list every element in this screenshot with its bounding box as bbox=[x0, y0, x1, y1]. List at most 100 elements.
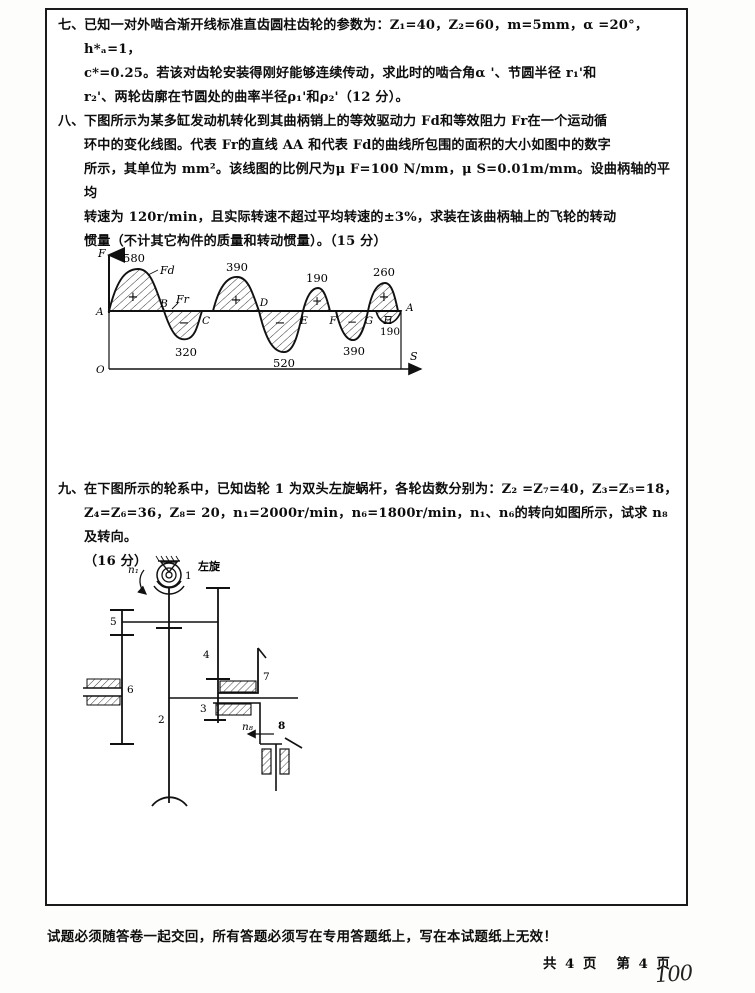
leader-Fr bbox=[171, 302, 179, 310]
gear-number-7: 7 bbox=[263, 671, 270, 683]
current-page-label: 第 4 页 bbox=[616, 956, 672, 972]
worm-outer-circle bbox=[156, 562, 182, 588]
speed-label-n1: n₁ bbox=[128, 564, 139, 576]
carrier-7-arm bbox=[218, 648, 259, 694]
question-9-line-1: 九、 在下图所示的轮系中，已知齿轮 1 为双头左旋蜗杆，各轮齿数分别为：Z₂ =… bbox=[58, 478, 678, 502]
question-8-text-4: 转速为 120r/min，且实际转速不超过平均转速的±3%，求装在该曲柄轴上的飞… bbox=[84, 210, 617, 225]
question-7-number: 七、 bbox=[58, 18, 85, 33]
footer-note: 试题必须随答卷一起交回，所有答题必须写在专用答题纸上，写在本试题纸上无效！ bbox=[47, 929, 558, 945]
question-8-line-4: 转速为 120r/min，且实际转速不超过平均转速的±3%，求装在该曲柄轴上的飞… bbox=[58, 206, 678, 230]
gear-number-4: 4 bbox=[203, 649, 210, 661]
page-count: 共 4 页 第 4 页 bbox=[543, 952, 672, 972]
question-8: 八、 下图所示为某多缸发动机转化到其曲柄销上的等效驱动力 Fd和等效阻力 Fr在… bbox=[58, 110, 678, 254]
gear-number-1: 1 bbox=[185, 570, 192, 582]
axis-label-F: F bbox=[97, 247, 106, 260]
area-lobe-390a bbox=[211, 276, 261, 312]
question-8-text-2: 环中的变化线图。代表 Fr的直线 AA 和代表 Fd的曲线所包围的面积的大小如图… bbox=[84, 138, 611, 153]
question-8-line-1: 八、 下图所示为某多缸发动机转化到其曲柄销上的等效驱动力 Fd和等效阻力 Fr在… bbox=[58, 110, 678, 134]
gear-number-2: 2 bbox=[158, 714, 165, 726]
figure-gear-train: 1 n₁ 左旋 2 5 6 bbox=[70, 548, 360, 823]
gear-3-hatch-block bbox=[215, 703, 252, 716]
ground-hatch-worm bbox=[155, 555, 180, 562]
area-lobe-580 bbox=[107, 268, 166, 312]
question-7-text-2: c*=0.25。若该对齿轮安装得刚好能够连续传动，求此时的啮合角α '、节圆半径… bbox=[84, 66, 597, 81]
worm-hand-label: 左旋 bbox=[197, 559, 221, 573]
area-lobe-320 bbox=[162, 310, 204, 341]
rotation-arrow-n1 bbox=[137, 569, 147, 595]
sign-marker-plus-1: + bbox=[128, 290, 139, 305]
carrier-7-hatch-block bbox=[219, 680, 257, 693]
axis-label-S: S bbox=[410, 350, 418, 363]
gear-number-8: 8 bbox=[278, 720, 285, 732]
point-label-B: B bbox=[159, 298, 168, 310]
area-value-320: 320 bbox=[175, 345, 197, 359]
handwritten-score-mark: 100 bbox=[654, 960, 693, 988]
area-value-390b: 390 bbox=[343, 344, 365, 358]
support-6-lower-hatch bbox=[86, 695, 121, 706]
question-7-text-3: r₂'、两轮齿廓在节圆处的曲率半径ρ₁'和ρ₂'（12 分）。 bbox=[84, 90, 409, 105]
area-lobe-190b bbox=[374, 310, 403, 325]
question-8-line-2: 环中的变化线图。代表 Fr的直线 AA 和代表 Fd的曲线所包围的面积的大小如图… bbox=[58, 134, 678, 158]
area-value-520: 520 bbox=[273, 356, 295, 370]
sign-marker-minus-4: − bbox=[383, 310, 392, 323]
point-label-D: D bbox=[259, 297, 269, 309]
sign-marker-plus-3: + bbox=[312, 294, 322, 308]
gear-3-bracket bbox=[213, 702, 261, 744]
gear-number-3: 3 bbox=[200, 703, 207, 715]
figure-force-diagram: F A A O S bbox=[88, 243, 438, 393]
area-lobe-190a bbox=[301, 287, 332, 312]
question-8-text-1: 下图所示为某多缸发动机转化到其曲柄销上的等效驱动力 Fd和等效阻力 Fr在一个运… bbox=[84, 114, 608, 129]
sign-marker-minus-1: − bbox=[179, 316, 190, 331]
gear-8-tooth-right bbox=[279, 748, 290, 775]
area-value-260: 260 bbox=[373, 265, 395, 279]
area-value-580: 580 bbox=[123, 251, 145, 265]
area-value-190a: 190 bbox=[306, 271, 328, 285]
curve-label-Fd: Fd bbox=[159, 264, 175, 277]
question-9-line-2: Z₄=Z₆=36，Z₈= 20，n₁=2000r/min，n₆=1800r/mi… bbox=[58, 502, 678, 550]
question-9-text-1: 在下图所示的轮系中，已知齿轮 1 为双头左旋蜗杆，各轮齿数分别为：Z₂ =Z₇=… bbox=[84, 482, 678, 497]
point-label-H: H bbox=[382, 315, 393, 327]
shaft-2-bottom-bearing bbox=[151, 796, 188, 807]
point-label-E: E bbox=[299, 315, 308, 327]
question-7-line-1: 七、 已知一对外啮合渐开线标准直齿圆柱齿轮的参数为：Z₁=40，Z₂=60，m=… bbox=[58, 14, 678, 62]
gear-train-svg: 1 n₁ 左旋 2 5 6 bbox=[83, 555, 303, 807]
curve-label-Fr: Fr bbox=[175, 293, 190, 306]
area-lobe-390b bbox=[334, 310, 370, 341]
bearing-support-worm bbox=[159, 561, 179, 574]
baseline-label-left-A: A bbox=[95, 306, 104, 318]
point-label-C: C bbox=[202, 315, 210, 327]
axis-origin-label-O: O bbox=[96, 364, 105, 376]
question-9-line-3: （16 分） bbox=[58, 550, 678, 574]
question-8-line-5: 惯量（不计其它构件的质量和转动惯量）。（15 分） bbox=[58, 230, 678, 254]
gear-8-slant bbox=[284, 737, 303, 749]
sign-marker-plus-4: + bbox=[379, 290, 390, 305]
gear-number-5: 5 bbox=[110, 616, 117, 628]
sign-marker-minus-2: − bbox=[275, 316, 286, 331]
area-value-390a: 390 bbox=[226, 260, 248, 274]
baseline-label-right-A: A bbox=[405, 302, 414, 314]
question-7-text-1: 已知一对外啮合渐开线标准直齿圆柱齿轮的参数为：Z₁=40，Z₂=60，m=5mm… bbox=[84, 18, 649, 57]
sign-marker-plus-2: + bbox=[231, 293, 242, 308]
question-8-line-3: 所示，其单位为 mm²。该线图的比例尺为μ F=100 N/mm，μ S=0.0… bbox=[58, 158, 678, 206]
question-8-number: 八、 bbox=[58, 114, 85, 129]
question-9-number: 九、 bbox=[58, 482, 85, 497]
point-label-G: G bbox=[365, 315, 373, 327]
question-8-text-5: 惯量（不计其它构件的质量和转动惯量）。（15 分） bbox=[84, 234, 387, 249]
total-pages-label: 共 4 页 bbox=[543, 956, 599, 972]
area-value-190b: 190 bbox=[380, 326, 400, 338]
gear-8-tooth-left bbox=[261, 748, 272, 775]
exam-frame-border bbox=[45, 8, 688, 906]
leader-Fd bbox=[147, 269, 159, 276]
question-7: 七、 已知一对外啮合渐开线标准直齿圆柱齿轮的参数为：Z₁=40，Z₂=60，m=… bbox=[58, 14, 678, 110]
support-6-upper-hatch bbox=[86, 678, 121, 689]
area-lobe-260 bbox=[366, 282, 400, 312]
question-9-text-2: Z₄=Z₆=36，Z₈= 20，n₁=2000r/min，n₆=1800r/mi… bbox=[84, 506, 668, 545]
question-9-text-3: （16 分） bbox=[84, 554, 148, 569]
speed-label-n8: n₈ bbox=[242, 721, 254, 733]
worm-hub-circle bbox=[165, 571, 173, 579]
question-9: 九、 在下图所示的轮系中，已知齿轮 1 为双头左旋蜗杆，各轮齿数分别为：Z₂ =… bbox=[58, 478, 678, 574]
area-lobe-520 bbox=[257, 310, 305, 353]
question-7-line-2: c*=0.25。若该对齿轮安装得刚好能够连续传动，求此时的啮合角α '、节圆半径… bbox=[58, 62, 678, 86]
question-7-line-3: r₂'、两轮齿廓在节圆处的曲率半径ρ₁'和ρ₂'（12 分）。 bbox=[58, 86, 678, 110]
